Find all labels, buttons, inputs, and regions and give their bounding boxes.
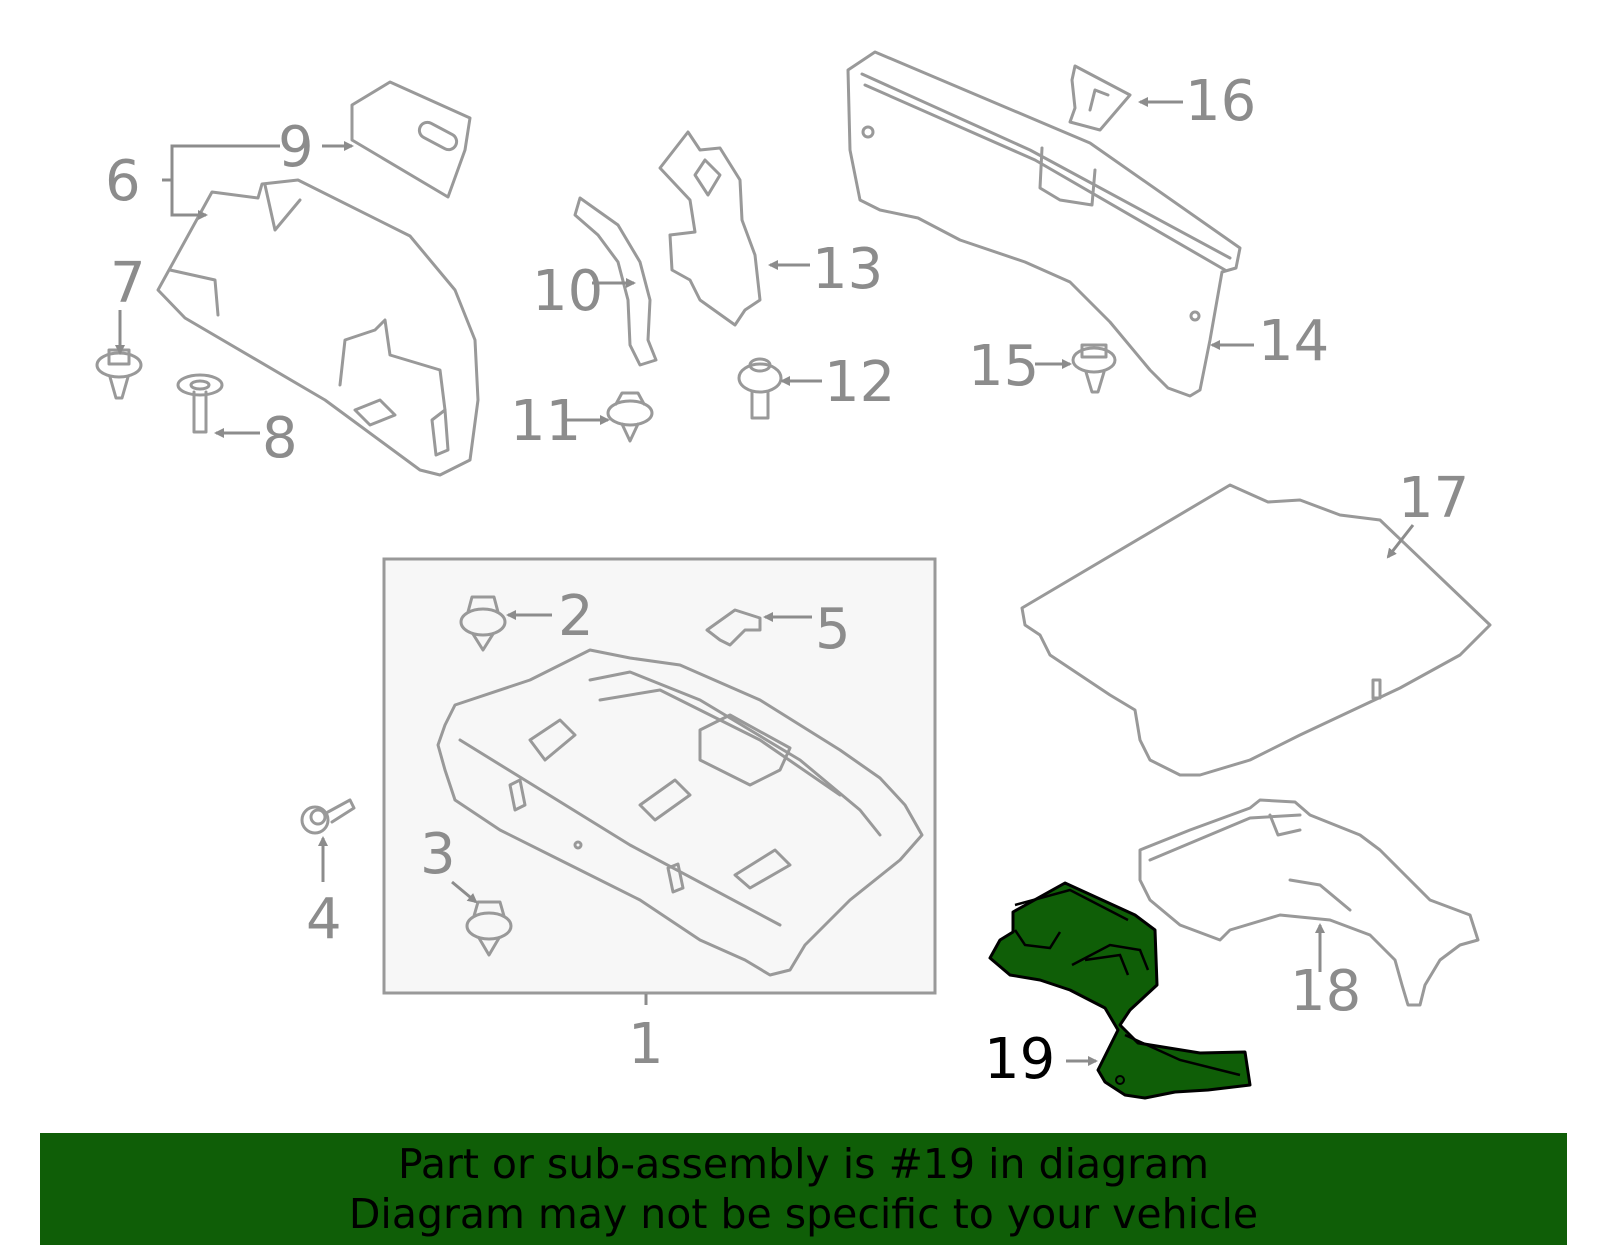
callout-1: 1 [628, 1012, 664, 1077]
callout-labels: 1 2 3 4 5 6 7 8 9 10 11 12 13 14 15 16 1… [105, 69, 1469, 1092]
part-2-clip[interactable] [459, 595, 507, 652]
part-19-highlighted[interactable] [988, 881, 1252, 1100]
callout-16: 16 [1185, 69, 1256, 134]
callout-4: 4 [306, 887, 342, 952]
part-3-clip[interactable] [465, 900, 513, 957]
callout-10: 10 [532, 259, 603, 324]
callout-9: 9 [278, 115, 314, 180]
part-1-assembly-box [382, 557, 937, 995]
callout-6: 6 [105, 149, 141, 214]
callout-18: 18 [1290, 959, 1361, 1024]
leader-lines [115, 97, 1415, 1066]
banner-line-2: Diagram may not be specific to your vehi… [348, 1190, 1259, 1238]
callout-2: 2 [558, 584, 594, 649]
callout-8: 8 [262, 406, 298, 471]
part-12-clip[interactable] [737, 357, 783, 420]
part-8-pin[interactable] [176, 373, 224, 434]
part-9-cover[interactable] [350, 80, 472, 199]
part-6-quarter-trim[interactable] [156, 178, 480, 477]
callout-5: 5 [815, 597, 851, 662]
part-5-clip[interactable] [705, 608, 762, 647]
part-16-bracket[interactable] [1068, 64, 1132, 132]
part-7-clip[interactable] [95, 348, 143, 400]
part-10-bracket[interactable] [573, 196, 658, 367]
callout-12: 12 [824, 350, 895, 415]
callout-13: 13 [812, 237, 883, 302]
callout-14: 14 [1258, 309, 1329, 374]
callout-19: 19 [984, 1027, 1055, 1092]
part-13-bracket[interactable] [658, 130, 762, 327]
callout-7: 7 [110, 251, 146, 316]
part-1-package-tray[interactable] [436, 648, 924, 977]
part-18-trim[interactable] [1138, 798, 1480, 1007]
callout-15: 15 [968, 334, 1039, 399]
callout-17: 17 [1398, 466, 1469, 531]
info-banner: Part or sub-assembly is #19 in diagram D… [40, 1133, 1567, 1245]
part-14-back-panel[interactable] [846, 50, 1242, 398]
part-4-screw[interactable] [300, 798, 356, 835]
callout-11: 11 [510, 389, 581, 454]
banner-line-1: Part or sub-assembly is #19 in diagram [397, 1140, 1210, 1188]
callout-3: 3 [420, 822, 456, 887]
part-11-clip[interactable] [606, 391, 654, 443]
part-17-trunk-mat[interactable] [1020, 483, 1492, 777]
part-15-clip[interactable] [1071, 343, 1117, 394]
